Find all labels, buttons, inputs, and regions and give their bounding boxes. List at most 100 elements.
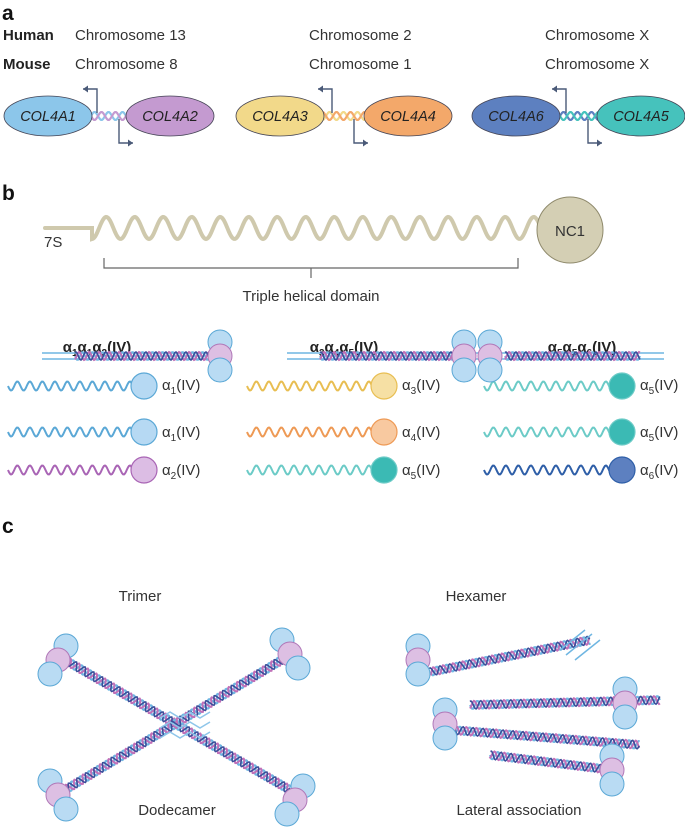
locus-3-human-chromosome: Chromosome X <box>545 27 649 44</box>
lateral-frayed-ends <box>559 629 601 661</box>
gene-ellipse-right-3 <box>596 95 685 137</box>
chain-nc1-m1-c2 <box>130 418 158 446</box>
lateral-fiber-1 <box>428 635 591 677</box>
arrowhead-right-2 <box>363 139 368 147</box>
hexamer-helix-right-strand-3 <box>504 351 641 361</box>
chain-nc1-m2-c3 <box>370 456 398 484</box>
dodecamer-nc1-bottom-left-globule-3 <box>53 796 79 822</box>
chain-nc1-m1-c3 <box>130 456 158 484</box>
gene-ellipse-left-3 <box>471 95 561 137</box>
assembly-layer <box>37 329 664 827</box>
arrowhead-left-1 <box>83 85 88 93</box>
chain-label-m3-c2: α5(IV) <box>640 424 678 444</box>
chain-helix-m2-c2 <box>246 426 373 438</box>
hexamer-label: Hexamer <box>446 588 507 605</box>
intergenic-strand-2b <box>318 111 370 121</box>
gene-ellipse-left-2 <box>235 95 325 137</box>
locus-2-human-chromosome: Chromosome 2 <box>309 27 412 44</box>
arrowhead-right-1 <box>128 139 133 147</box>
lateral-nc1-3-globule-3 <box>612 704 638 730</box>
panel-label-b: b <box>2 182 15 205</box>
chain-label-m1-c2: α1(IV) <box>162 424 200 444</box>
hexamer-nc1-left-globule-3 <box>451 357 477 383</box>
gene-ellipse-right-2 <box>363 95 453 137</box>
locus-1-human-chromosome: Chromosome 13 <box>75 27 186 44</box>
trimer-helix-strand-3 <box>74 351 213 361</box>
triple-helix-body <box>43 214 542 242</box>
chain-nc1-m3-c2 <box>608 418 636 446</box>
dodecamer-arm-2 <box>62 651 293 794</box>
chain-label-m1-c1: α1(IV) <box>162 377 200 397</box>
hexamer-helix-left-strand-3 <box>319 351 459 361</box>
chain-label-m3-c3: α6(IV) <box>640 462 678 482</box>
dodecamer-arm-2-strand-3 <box>66 653 293 794</box>
dodecamer-nc1-top-right-globule-3 <box>285 655 311 681</box>
trimer-label: Trimer <box>119 588 162 605</box>
chain-label-m2-c2: α4(IV) <box>402 424 440 444</box>
species-mouse-label: Mouse <box>3 56 51 73</box>
chain-helix-m1-c2 <box>7 426 133 438</box>
intergenic-strand-3b <box>552 111 604 121</box>
chain-helix-m1-c3 <box>7 464 133 476</box>
dodecamer-label: Dodecamer <box>138 802 216 819</box>
lateral-fiber-3-strand-2 <box>450 725 641 750</box>
locus-1-mouse-chromosome: Chromosome 8 <box>75 56 178 73</box>
arrowhead-right-3 <box>597 139 602 147</box>
hexamer-nc1-right-globule-3 <box>477 357 503 383</box>
chain-label-m1-c3: α2(IV) <box>162 462 200 482</box>
triple-helical-domain-bracket <box>103 258 519 278</box>
lateral-association-label: Lateral association <box>456 802 581 819</box>
triple-helical-domain-label: Triple helical domain <box>242 288 379 305</box>
lateral-nc1-4-globule-3 <box>599 771 625 797</box>
chain-nc1-m3-c1 <box>608 372 636 400</box>
lateral-fiber-4-strand-3 <box>490 750 613 775</box>
lateral-fiber-4 <box>488 750 613 775</box>
gene-ellipse-left-1 <box>3 95 93 137</box>
chain-helix-m3-c3 <box>483 464 611 476</box>
dodecamer-7s-overlap <box>159 711 211 739</box>
lateral-nc1-1-globule-3 <box>405 661 431 687</box>
panel-b: NC1 7S Triple helical domain α1α1α2(IV) … <box>7 196 678 484</box>
chain-nc1-m2-c1 <box>370 372 398 400</box>
gene-label-col4a1: COL4A1 <box>20 109 76 125</box>
gene-label-col4a5: COL4A5 <box>613 109 670 125</box>
dodecamer-nc1-top-left-globule-3 <box>37 661 63 687</box>
nc1-domain-globule <box>536 196 604 264</box>
arrowhead-left-3 <box>552 85 557 93</box>
panel-a: Human Mouse Chromosome 13 Chromosome 8 C… <box>3 27 685 147</box>
hexamer-helix-left-strand-2 <box>319 350 459 362</box>
chain-nc1-m3-c3 <box>608 456 636 484</box>
trimer-helix <box>74 350 213 362</box>
chain-nc1-m1-c1 <box>130 372 158 400</box>
collagen-iv-monomer-helix <box>43 214 542 242</box>
chain-helix-m3-c1 <box>483 380 611 392</box>
hexamer-helix-left <box>319 350 459 362</box>
chain-helix-m1-c1 <box>7 380 133 392</box>
panel-label-a: a <box>2 2 14 25</box>
gene-loci-layer <box>3 85 685 147</box>
gene-label-col4a3: COL4A3 <box>252 109 308 125</box>
gene-ellipse-right-1 <box>125 95 215 137</box>
7s-domain-label: 7S <box>44 234 62 251</box>
chain-helix-m2-c3 <box>246 464 373 476</box>
panel-c: Trimer Hexamer Dodecamer Lateral associa… <box>37 329 664 827</box>
gene-label-col4a6: COL4A6 <box>488 109 545 125</box>
chain-composition-layer <box>7 372 636 484</box>
hexamer-helix-right-strand-1 <box>504 351 641 361</box>
chain-helix-m3-c2 <box>483 426 611 438</box>
locus-3-mouse-chromosome: Chromosome X <box>545 56 649 73</box>
nc1-label: NC1 <box>555 223 585 240</box>
arrowhead-left-2 <box>318 85 323 93</box>
gene-label-col4a2: COL4A2 <box>142 109 198 125</box>
hexamer-helix-right <box>504 350 641 362</box>
species-human-label: Human <box>3 27 54 44</box>
lateral-fiber-1-strand-3 <box>428 635 591 676</box>
chain-helix-m2-c1 <box>246 380 373 392</box>
locus-2-mouse-chromosome: Chromosome 1 <box>309 56 412 73</box>
lateral-nc1-2-globule-3 <box>432 725 458 751</box>
dodecamer-nc1-bottom-right-globule-3 <box>274 801 300 827</box>
chain-label-m3-c1: α5(IV) <box>640 377 678 397</box>
dodecamer-arm-2-strand-2 <box>64 651 290 791</box>
trimer-nc1-globule-3 <box>207 357 233 383</box>
